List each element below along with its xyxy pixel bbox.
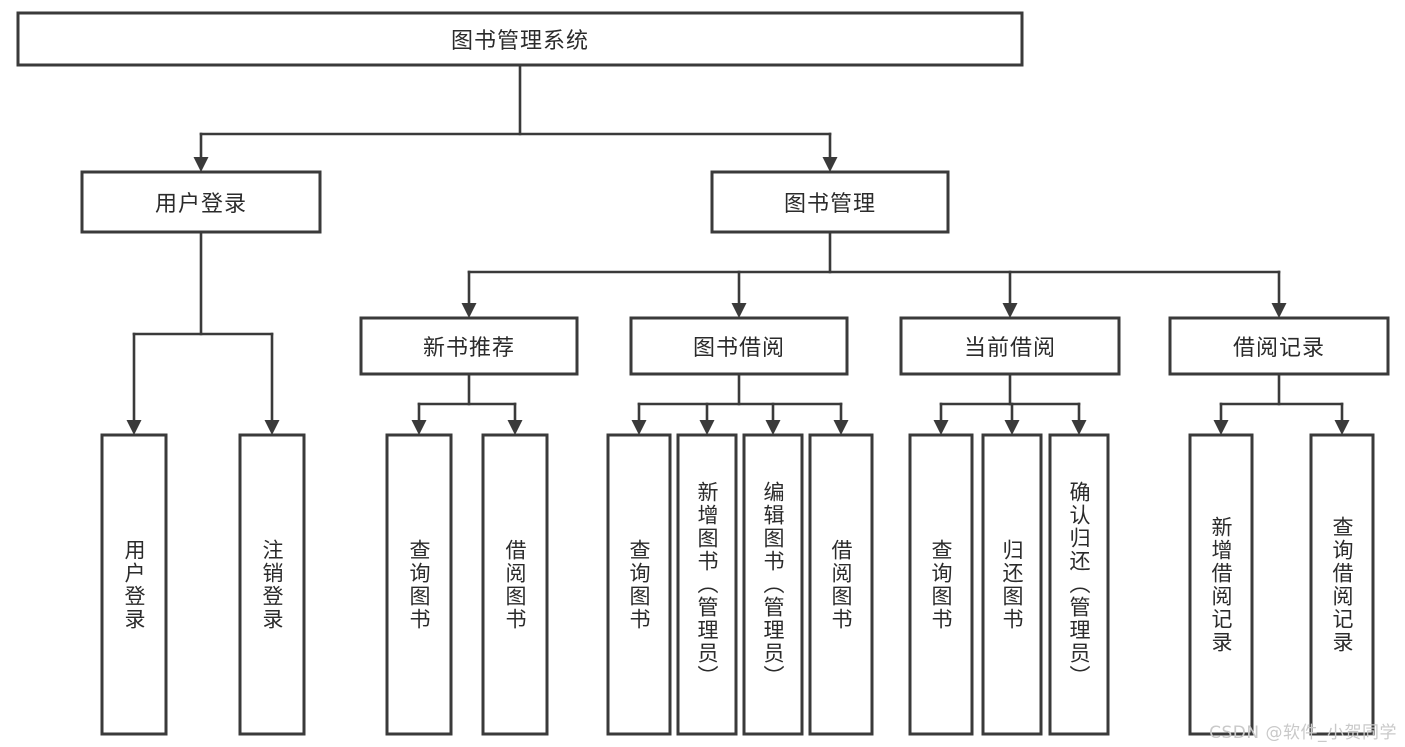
leaf-node-1[interactable] bbox=[238, 433, 306, 736]
arrow-head-icon bbox=[1213, 420, 1229, 435]
level2-node-1[interactable] bbox=[710, 170, 950, 234]
arrow-head-icon bbox=[933, 420, 949, 435]
arrow-head-icon bbox=[1334, 420, 1350, 435]
leaf-node-10[interactable] bbox=[1048, 433, 1110, 736]
connector-layer bbox=[126, 63, 1350, 435]
leaf-node-5[interactable] bbox=[676, 433, 738, 736]
leaf-node-0[interactable] bbox=[100, 433, 168, 736]
node-layer bbox=[16, 11, 1390, 736]
arrow-head-icon bbox=[126, 420, 142, 435]
leaf-node-6[interactable] bbox=[742, 433, 804, 736]
arrow-head-icon bbox=[822, 157, 838, 172]
arrow-head-icon bbox=[731, 303, 747, 318]
root-node[interactable] bbox=[16, 11, 1024, 67]
arrow-head-icon bbox=[765, 420, 781, 435]
arrow-head-icon bbox=[1071, 420, 1087, 435]
leaf-node-12[interactable] bbox=[1309, 433, 1375, 736]
leaf-node-8[interactable] bbox=[908, 433, 974, 736]
arrow-head-icon bbox=[264, 420, 280, 435]
arrow-head-icon bbox=[1004, 420, 1020, 435]
arrow-head-icon bbox=[833, 420, 849, 435]
leaf-node-11[interactable] bbox=[1188, 433, 1254, 736]
level3-node-1[interactable] bbox=[629, 316, 849, 376]
leaf-node-3[interactable] bbox=[481, 433, 549, 736]
arrow-head-icon bbox=[631, 420, 647, 435]
level3-node-0[interactable] bbox=[359, 316, 579, 376]
level3-node-3[interactable] bbox=[1168, 316, 1390, 376]
leaf-node-7[interactable] bbox=[808, 433, 874, 736]
leaf-node-9[interactable] bbox=[981, 433, 1043, 736]
level3-node-2[interactable] bbox=[899, 316, 1121, 376]
arrow-head-icon bbox=[193, 157, 209, 172]
arrow-head-icon bbox=[699, 420, 715, 435]
leaf-node-4[interactable] bbox=[606, 433, 672, 736]
arrow-head-icon bbox=[507, 420, 523, 435]
leaf-node-2[interactable] bbox=[385, 433, 453, 736]
arrow-head-icon bbox=[461, 303, 477, 318]
arrow-head-icon bbox=[1002, 303, 1018, 318]
arrow-head-icon bbox=[1271, 303, 1287, 318]
arrow-head-icon bbox=[411, 420, 427, 435]
watermark-text: CSDN @软件_小贺同学 bbox=[1209, 723, 1397, 743]
level2-node-0[interactable] bbox=[80, 170, 322, 234]
